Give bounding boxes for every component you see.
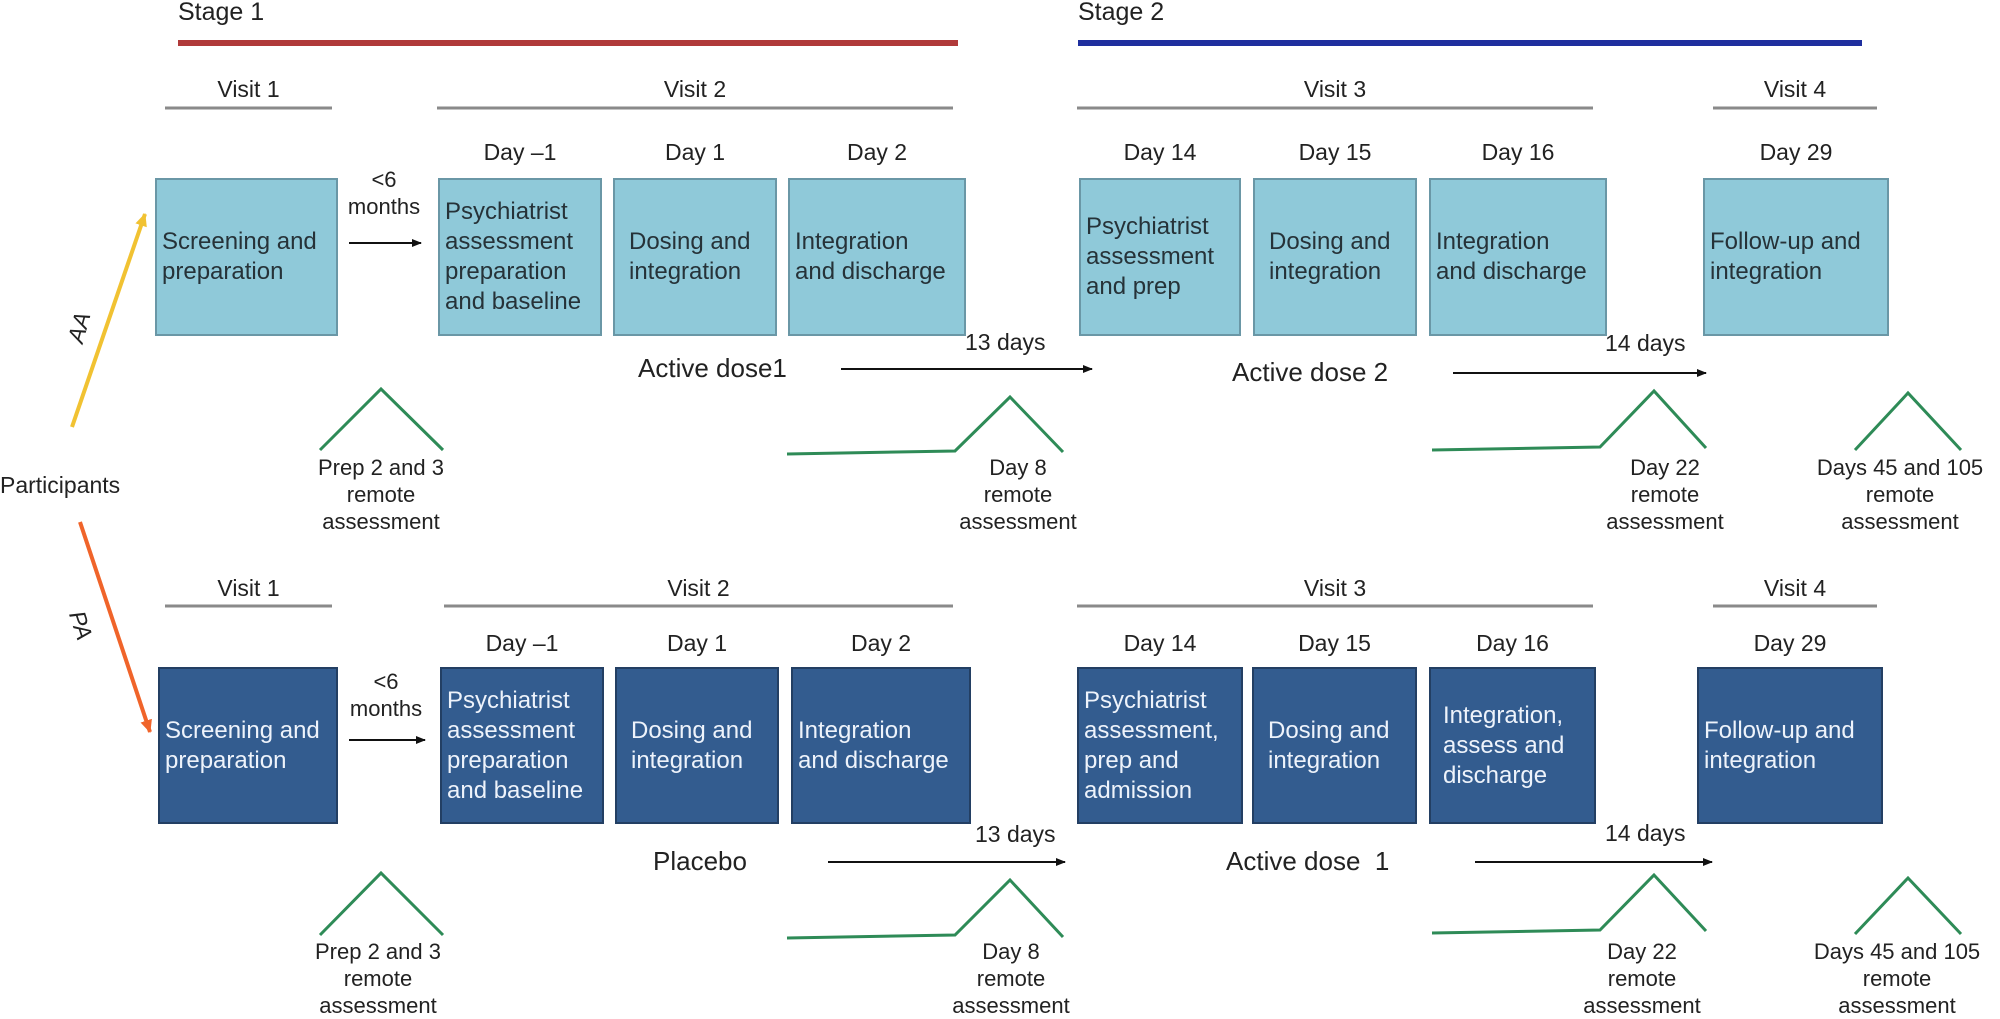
top-remote-markers <box>318 386 1963 456</box>
top-box-screening: Screening and preparation <box>155 178 338 336</box>
bottom-box-integration: Integration and discharge <box>791 667 971 824</box>
top-day15: Day 15 <box>1298 139 1372 165</box>
bottom-visit3-label: Visit 3 <box>1303 575 1367 601</box>
bottom-box-followup: Follow-up and integration <box>1697 667 1883 824</box>
aa-arm-arrow <box>70 213 147 428</box>
top-box-followup: Follow-up and integration <box>1703 178 1889 336</box>
top-dose2-label: Active dose 2 <box>1232 357 1389 387</box>
bottom-box-dosing-2: Dosing and integration <box>1252 667 1417 824</box>
participants-label: Participants <box>0 472 121 498</box>
top-remote-2: Day 8 remote assessment <box>959 455 1077 534</box>
top-box-integration-2: Integration and discharge <box>1429 178 1607 336</box>
top-day16: Day 16 <box>1481 139 1555 165</box>
top-remote-1: Prep 2 and 3 remote assessment <box>318 455 444 534</box>
top-remote-4: Days 45 and 105 remote assessment <box>1816 455 1984 534</box>
top-day-minus1: Day –1 <box>483 139 557 165</box>
bottom-visit1-label: Visit 1 <box>217 575 280 601</box>
bottom-visit2-label: Visit 2 <box>667 575 730 601</box>
bottom-box-psychiatrist-admission: Psychiatrist assessment, prep and admiss… <box>1077 667 1243 824</box>
bottom-day29: Day 29 <box>1753 630 1827 656</box>
pa-arm-arrow <box>78 521 152 733</box>
top-visit1-label: Visit 1 <box>217 76 280 102</box>
top-13days-label: 13 days <box>965 329 1046 355</box>
top-day29: Day 29 <box>1759 139 1833 165</box>
bottom-visit4-label: Visit 4 <box>1763 575 1827 601</box>
bottom-remote-1: Prep 2 and 3 remote assessment <box>315 939 441 1018</box>
bottom-box-dosing: Dosing and integration <box>615 667 779 824</box>
top-14days-label: 14 days <box>1605 330 1686 356</box>
bottom-months-gap: <6 months <box>349 669 423 721</box>
stage2-label: Stage 2 <box>1078 0 1165 26</box>
top-dose1-label: Active dose1 <box>638 353 787 383</box>
bottom-day16: Day 16 <box>1476 630 1549 656</box>
top-day1: Day 1 <box>664 139 726 165</box>
bottom-remote-4: Days 45 and 105 remote assessment <box>1813 939 1981 1018</box>
bottom-remote-markers <box>318 870 1963 940</box>
bottom-box-screening: Screening and preparation <box>158 667 338 824</box>
top-day2: Day 2 <box>846 139 908 165</box>
bottom-box-integration-assess: Integration, assess and discharge <box>1429 667 1596 824</box>
bottom-remote-3: Day 22 remote assessment <box>1583 939 1701 1018</box>
stage1-label: Stage 1 <box>178 0 265 26</box>
bottom-dose1-label: Placebo <box>653 846 747 876</box>
top-day14: Day 14 <box>1123 139 1197 165</box>
bottom-box-psychiatrist: Psychiatrist assessment preparation and … <box>440 667 604 824</box>
bottom-dose2-label: Active dose 1 <box>1226 846 1390 876</box>
bottom-day2: Day 2 <box>850 630 912 656</box>
bottom-day14: Day 14 <box>1123 630 1197 656</box>
top-box-integration: Integration and discharge <box>788 178 966 336</box>
top-months-gap: <6 months <box>347 167 421 219</box>
bottom-14days-label: 14 days <box>1605 820 1686 846</box>
top-visit4-label: Visit 4 <box>1763 76 1827 102</box>
bottom-13days-label: 13 days <box>975 821 1056 847</box>
top-remote-3: Day 22 remote assessment <box>1606 455 1724 534</box>
top-box-psychiatrist-prep: Psychiatrist assessment and prep <box>1079 178 1241 336</box>
top-box-dosing-2: Dosing and integration <box>1253 178 1417 336</box>
top-visit2-label: Visit 2 <box>663 76 727 102</box>
bottom-day-minus1: Day –1 <box>485 630 559 656</box>
bottom-remote-2: Day 8 remote assessment <box>952 939 1070 1018</box>
top-box-dosing: Dosing and integration <box>613 178 777 336</box>
bottom-day15: Day 15 <box>1298 630 1371 656</box>
bottom-day1: Day 1 <box>666 630 728 656</box>
top-box-psychiatrist: Psychiatrist assessment preparation and … <box>438 178 602 336</box>
top-visit3-label: Visit 3 <box>1303 76 1367 102</box>
